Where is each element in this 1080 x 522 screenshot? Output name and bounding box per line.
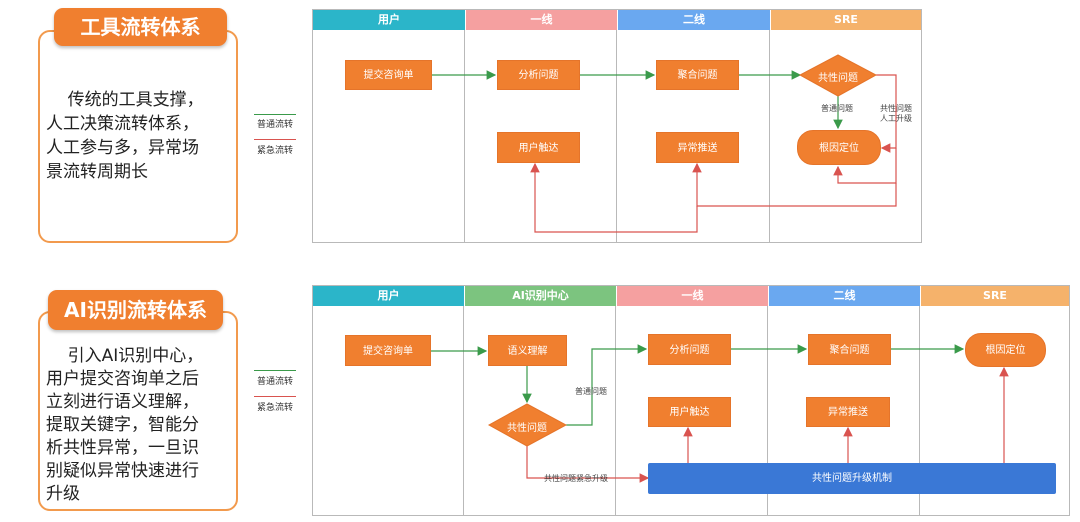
bottom-description: 引入AI识别中心， 用户提交咨询单之后 立刻进行语义理解， 提取关键字，智能分 … — [46, 346, 204, 504]
top-description: 传统的工具支撑， 人工决策流转体系， 人工参与多，异常场 景流转周期长 — [46, 90, 204, 182]
bottom-lane-ai-column — [464, 285, 616, 516]
top-lane-second-column — [617, 9, 770, 243]
top-description-box — [38, 30, 238, 243]
top-node-common: 共性问题 — [818, 73, 858, 84]
bottom-legend-urgent-label: 紧急流转 — [257, 403, 294, 413]
top-legend-urgent-line — [254, 139, 296, 140]
bottom-legend-urgent-line — [254, 396, 296, 397]
bottom-lane-second-column — [768, 285, 920, 516]
bottom-label-urgent-escalate: 共性问题紧急升级 — [544, 474, 608, 483]
top-label-normal-issue: 普通问题 — [821, 104, 853, 113]
top-lane-first-column — [465, 9, 617, 243]
top-lane-header-sre: SRE — [771, 10, 921, 30]
bottom-node-root-cause: 根因定位 — [965, 333, 1046, 367]
top-legend-normal-label: 普通流转 — [257, 120, 294, 130]
top-legend-urgent-label: 紧急流转 — [257, 146, 294, 156]
bottom-lane-header-user: 用户 — [313, 286, 464, 306]
top-title: 工具流转体系 — [54, 8, 227, 46]
bottom-swimlane-frame — [312, 285, 1070, 516]
bottom-node-analyze: 分析问题 — [648, 334, 731, 365]
bottom-node-aggregate: 聚合问题 — [808, 334, 891, 365]
top-node-root-cause: 根因定位 — [797, 130, 881, 165]
bottom-node-anomaly-push: 异常推送 — [806, 397, 890, 427]
bottom-legend-normal-line — [254, 370, 296, 371]
bottom-node-common: 共性问题 — [507, 423, 547, 434]
top-node-user-reach: 用户触达 — [497, 132, 580, 163]
bottom-legend-normal-label: 普通流转 — [257, 377, 294, 387]
top-lane-header-second: 二线 — [618, 10, 770, 30]
bottom-lane-header-first: 一线 — [617, 286, 768, 306]
top-node-aggregate: 聚合问题 — [656, 60, 739, 90]
top-lane-user-column — [312, 9, 465, 243]
top-lane-header-first: 一线 — [466, 10, 617, 30]
top-node-analyze: 分析问题 — [497, 60, 580, 90]
bottom-label-normal-issue: 普通问题 — [575, 387, 607, 396]
bottom-title: AI识别流转体系 — [48, 290, 223, 330]
top-node-submit: 提交咨询单 — [345, 60, 432, 90]
top-node-anomaly-push: 异常推送 — [656, 132, 739, 163]
bottom-node-user-reach: 用户触达 — [648, 397, 731, 427]
bottom-lane-header-ai: AI识别中心 — [465, 286, 616, 306]
top-legend-normal-line — [254, 114, 296, 115]
bottom-lane-user-column — [312, 285, 464, 516]
top-lane-header-user: 用户 — [313, 10, 465, 30]
bottom-lane-header-sre: SRE — [921, 286, 1069, 306]
bottom-lane-header-second: 二线 — [769, 286, 920, 306]
top-label-common-escalate: 共性问题 人工升级 — [880, 104, 912, 123]
bottom-description-box — [38, 311, 238, 511]
top-swimlane-frame — [312, 9, 922, 243]
bottom-node-escalation: 共性问题升级机制 — [648, 463, 1056, 494]
bottom-node-semantic: 语义理解 — [488, 335, 567, 366]
bottom-node-submit: 提交咨询单 — [345, 335, 431, 366]
bottom-lane-first-column — [616, 285, 768, 516]
